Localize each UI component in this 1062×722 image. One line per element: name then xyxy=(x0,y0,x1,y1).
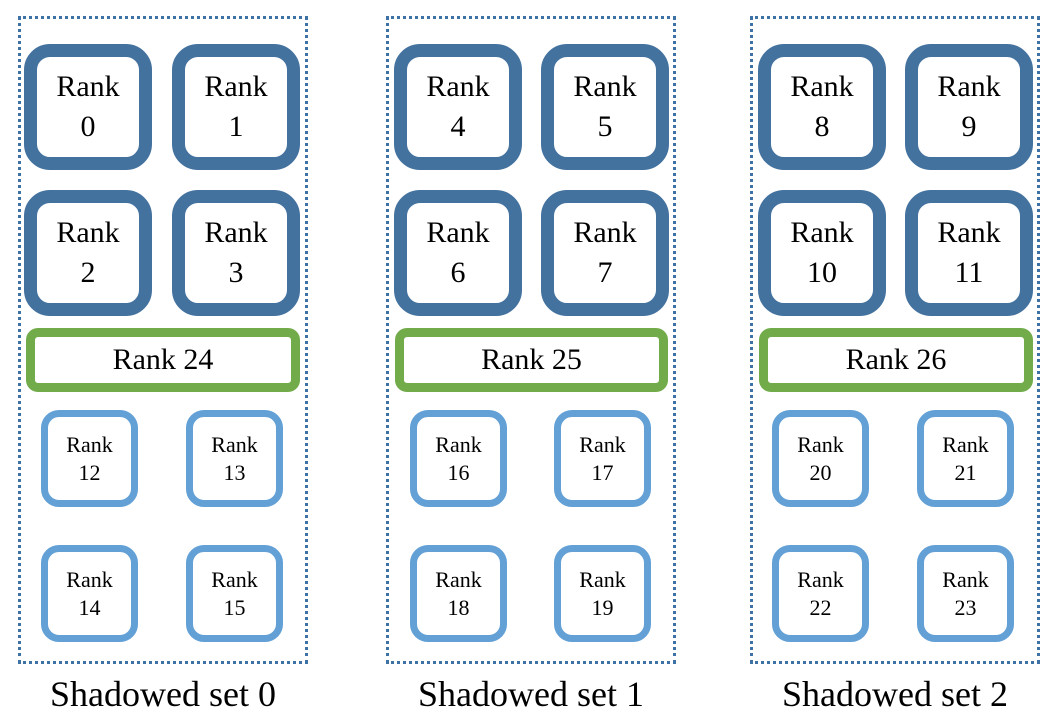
rank-box: Rank 7 xyxy=(541,190,669,316)
rank-label: Rank xyxy=(56,70,120,103)
shadowed-set-1 xyxy=(386,16,676,664)
rank-box: Rank 5 xyxy=(541,44,669,170)
rank-number: 10 xyxy=(807,256,837,289)
rank-label: Rank xyxy=(426,70,490,103)
rank-label: Rank xyxy=(797,431,844,457)
rank-box-small: Rank 21 xyxy=(917,410,1014,507)
rank-label: Rank xyxy=(204,70,268,103)
rank-number: 18 xyxy=(447,594,470,620)
rank-label: Rank xyxy=(790,70,854,103)
rank-label: Rank xyxy=(579,566,626,592)
rank-number: 13 xyxy=(223,459,246,485)
rank-number: 2 xyxy=(80,256,96,289)
rank-label: Rank xyxy=(435,566,482,592)
shadowed-set-2 xyxy=(750,16,1040,664)
rank-box-small: Rank 17 xyxy=(554,410,651,507)
rank-box-small: Rank 14 xyxy=(41,545,138,642)
rank-label: Rank xyxy=(211,566,258,592)
rank-number: 16 xyxy=(447,459,470,485)
rank-box-small: Rank 13 xyxy=(186,410,283,507)
rank-number: 5 xyxy=(597,110,613,143)
rank-label: Rank xyxy=(573,216,637,249)
rank-label: Rank xyxy=(942,431,989,457)
rank-number: 12 xyxy=(78,459,101,485)
rank-label: Rank xyxy=(426,216,490,249)
rank-box-small: Rank 18 xyxy=(410,545,507,642)
rank-box: Rank 2 xyxy=(24,190,152,316)
rank-box-wide: Rank 26 xyxy=(759,328,1033,392)
rank-number: 9 xyxy=(961,110,977,143)
rank-box-wide: Rank 25 xyxy=(395,328,668,392)
rank-label: Rank xyxy=(790,216,854,249)
rank-box-small: Rank 20 xyxy=(772,410,869,507)
rank-box-wide: Rank 24 xyxy=(26,328,300,392)
rank-box: Rank 1 xyxy=(172,44,300,170)
rank-box: Rank 3 xyxy=(172,190,300,316)
rank-box: Rank 0 xyxy=(24,44,152,170)
rank-box: Rank 6 xyxy=(394,190,522,316)
rank-label: Rank xyxy=(573,70,637,103)
rank-label: Rank xyxy=(942,566,989,592)
rank-box-small: Rank 19 xyxy=(554,545,651,642)
rank-number: 11 xyxy=(954,256,984,289)
rank-number: 8 xyxy=(814,110,830,143)
rank-number: 4 xyxy=(450,110,466,143)
rank-label: Rank xyxy=(937,216,1001,249)
rank-number: 17 xyxy=(591,459,614,485)
rank-label: Rank xyxy=(579,431,626,457)
rank-box: Rank 4 xyxy=(394,44,522,170)
rank-box: Rank 10 xyxy=(758,190,886,316)
rank-box-small: Rank 12 xyxy=(41,410,138,507)
rank-number: 19 xyxy=(591,594,614,620)
rank-box: Rank 11 xyxy=(905,190,1033,316)
rank-number: 0 xyxy=(80,110,96,143)
rank-number: 22 xyxy=(809,594,832,620)
rank-number: 20 xyxy=(809,459,832,485)
rank-box: Rank 8 xyxy=(758,44,886,170)
rank-number: 3 xyxy=(228,256,244,289)
rank-number: 1 xyxy=(228,110,244,143)
rank-label: Rank xyxy=(66,566,113,592)
rank-box-small: Rank 23 xyxy=(917,545,1014,642)
rank-label: Rank xyxy=(435,431,482,457)
rank-number: 21 xyxy=(954,459,977,485)
rank-label: Rank xyxy=(56,216,120,249)
rank-label: Rank xyxy=(211,431,258,457)
rank-number: 6 xyxy=(450,256,466,289)
rank-label: Rank xyxy=(937,70,1001,103)
set-caption: Shadowed set 0 xyxy=(50,674,276,714)
set-caption: Shadowed set 1 xyxy=(418,674,644,714)
rank-label: Rank xyxy=(797,566,844,592)
set-caption: Shadowed set 2 xyxy=(782,674,1008,714)
rank-box-small: Rank 15 xyxy=(186,545,283,642)
rank-label: Rank xyxy=(204,216,268,249)
rank-number: 7 xyxy=(597,256,613,289)
rank-label: Rank 24 xyxy=(112,343,214,376)
rank-box-small: Rank 22 xyxy=(772,545,869,642)
rank-number: 23 xyxy=(954,594,977,620)
rank-label: Rank xyxy=(66,431,113,457)
rank-number: 15 xyxy=(223,594,246,620)
rank-box-small: Rank 16 xyxy=(410,410,507,507)
rank-number: 14 xyxy=(78,594,101,620)
rank-label: Rank 25 xyxy=(481,343,582,376)
rank-label: Rank 26 xyxy=(845,343,947,376)
shadowed-set-0 xyxy=(18,16,308,664)
rank-box: Rank 9 xyxy=(905,44,1033,170)
